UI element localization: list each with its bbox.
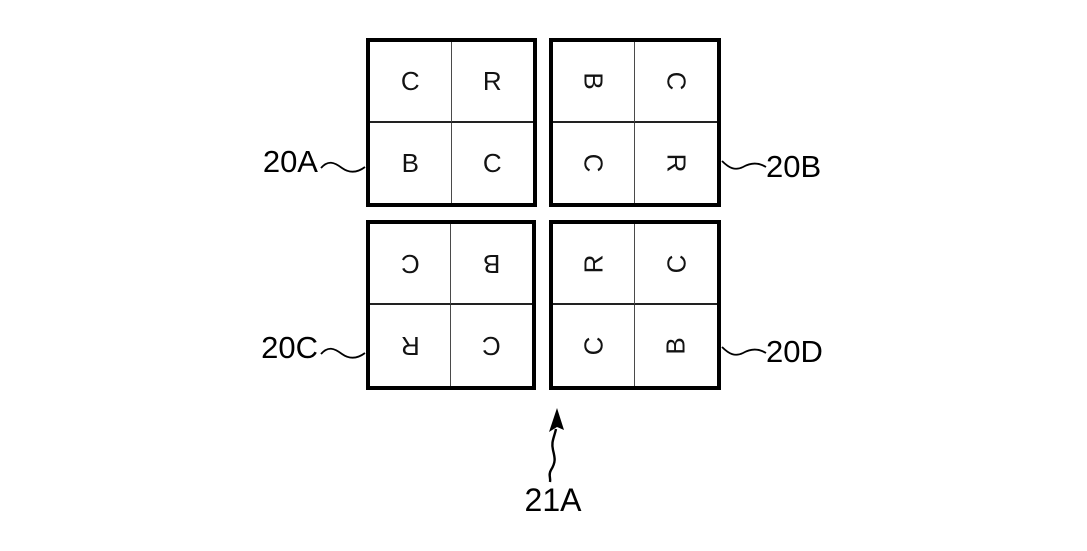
- cell-20c-br: C: [451, 305, 532, 386]
- label-20a: 20A: [262, 144, 318, 179]
- label-20d: 20D: [766, 334, 823, 369]
- cell-20a-br: C: [452, 123, 534, 204]
- label-20c: 20C: [261, 330, 318, 365]
- leader-squiggle-20c: [320, 347, 366, 359]
- pixel-unit-20d: R C C B: [549, 220, 721, 390]
- pixel-unit-20a: C R B C: [366, 38, 537, 207]
- cell-20b-tl: B: [553, 42, 635, 123]
- cell-20d-bl: C: [553, 305, 635, 386]
- cell-20a-tr: R: [451, 42, 533, 123]
- cell-20d-tl: R: [553, 224, 635, 305]
- cell-letter: R: [400, 330, 420, 361]
- cell-letter: R: [661, 153, 691, 173]
- annotation-arrow-icon: [548, 408, 564, 483]
- cell-20d-tr: C: [635, 224, 717, 305]
- cell-letter: B: [578, 72, 609, 90]
- cell-20b-bl: C: [553, 122, 635, 203]
- cell-letter: R: [482, 66, 502, 97]
- pixel-unit-20b: B C C R: [549, 38, 721, 207]
- cell-letter: C: [400, 66, 420, 97]
- cell-20d-br: B: [635, 305, 717, 386]
- label-20b: 20B: [766, 149, 822, 184]
- cell-letter: C: [578, 336, 609, 355]
- cell-letter: C: [482, 147, 502, 178]
- cell-20c-bl: R: [370, 305, 451, 386]
- cell-20b-br: R: [635, 123, 717, 204]
- cell-20c-tr: B: [451, 224, 532, 305]
- cell-letter: C: [661, 254, 691, 273]
- cell-letter: B: [401, 147, 419, 178]
- cell-20c-tl: C: [370, 224, 451, 305]
- cell-20a-bl: B: [370, 122, 452, 203]
- cell-letter: B: [661, 336, 691, 355]
- leader-squiggle-20a: [320, 161, 366, 173]
- cell-letter: R: [578, 254, 609, 273]
- pixel-unit-20c: C B R C: [366, 220, 536, 390]
- cell-letter: C: [578, 153, 609, 173]
- cell-letter: C: [661, 71, 691, 91]
- leader-squiggle-20d: [721, 346, 767, 356]
- cell-20b-tr: C: [635, 42, 717, 123]
- cell-letter: C: [482, 330, 501, 361]
- cell-letter: C: [400, 248, 420, 279]
- cell-letter: B: [482, 248, 501, 279]
- cell-20a-tl: C: [370, 42, 452, 123]
- leader-squiggle-20b: [721, 160, 767, 170]
- label-21a: 21A: [524, 482, 582, 518]
